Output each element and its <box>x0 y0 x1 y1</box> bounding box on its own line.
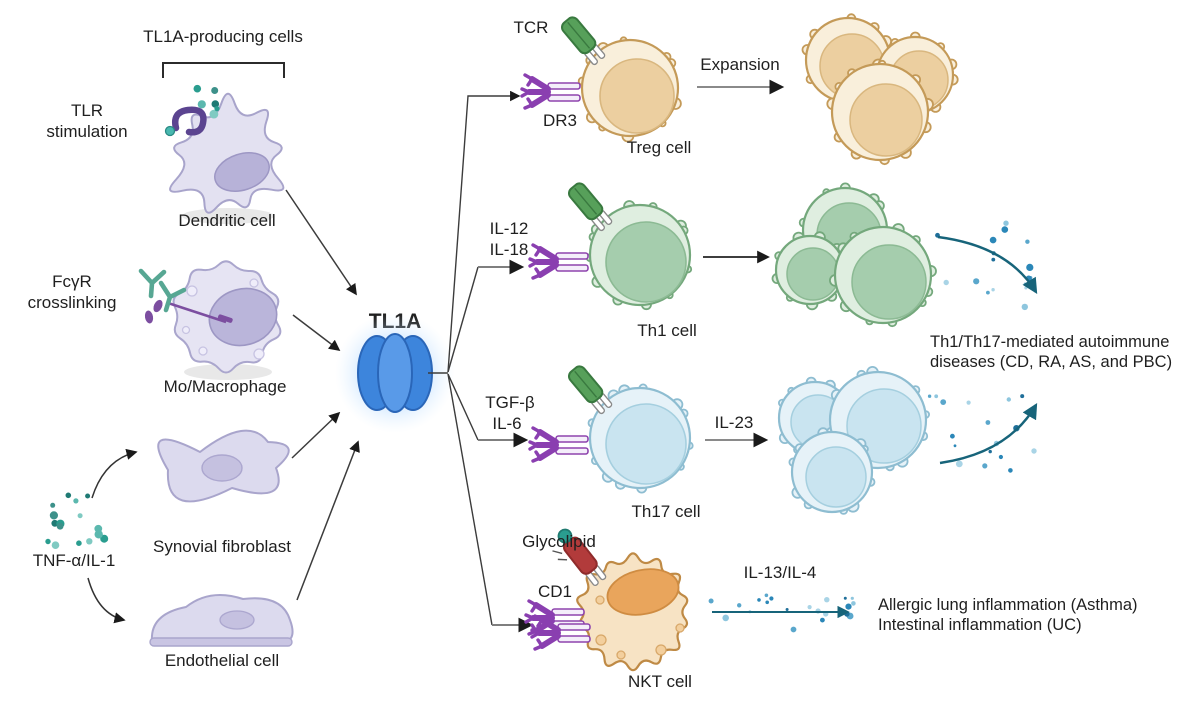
th17-cluster-icon <box>777 365 930 515</box>
arrow-tnf-to-endothelial <box>87 577 126 624</box>
il13-il4-label: IL-13/IL-4 <box>744 563 817 582</box>
fcgr-antibody-icon <box>138 268 233 324</box>
th17-cell-label: Th17 cell <box>632 502 701 521</box>
th1-cell-icon <box>585 200 693 311</box>
arrow-dendritic-to-tl1a <box>285 189 357 296</box>
th17-cytokine-dots-icon <box>927 394 1037 473</box>
il12-label: IL-12 <box>490 219 529 238</box>
fibroblast-label: Synovial fibroblast <box>153 537 291 556</box>
fcgr-crosslinking-label-line2: crosslinking <box>28 293 117 312</box>
th17-cell-icon <box>587 383 694 494</box>
fibroblast-icon <box>157 429 290 503</box>
diagram-title: TL1A-producing cells <box>143 27 303 46</box>
th1-cluster-icon <box>771 182 937 328</box>
arrow-th17-cytokines <box>939 402 1038 465</box>
cd1-label: CD1 <box>538 582 572 601</box>
th1-cell-label: Th1 cell <box>637 321 697 340</box>
nkt-cell-icon <box>576 552 689 672</box>
dr3-label: DR3 <box>543 111 577 130</box>
autoimmune-disease-label-line2: diseases (CD, RA, AS, and PBC) <box>930 353 1172 371</box>
arrow-endothelial-to-tl1a <box>296 440 360 601</box>
expansion-label: Expansion <box>700 55 779 74</box>
autoimmune-disease-label-line1: Th1/Th17-mediated autoimmune <box>930 333 1169 351</box>
producer-arrows <box>285 189 360 601</box>
il18-label: IL-18 <box>490 240 529 259</box>
dr3-receptor-icon <box>522 75 580 108</box>
producing-cells-bracket <box>162 62 285 78</box>
allergic-inflammation-label-line2: Intestinal inflammation (UC) <box>878 616 1082 634</box>
th1-cytokine-dots-icon <box>935 220 1034 311</box>
tnf-il1-dots-icon <box>45 492 109 549</box>
dendritic-cell-label: Dendritic cell <box>178 211 275 230</box>
treg-cluster-icon <box>801 13 959 166</box>
tl1a-fan-lines <box>428 90 521 626</box>
tlr-stimulation-label-line2: stimulation <box>46 122 127 141</box>
arrow-th1-cytokines <box>937 235 1038 294</box>
tlr-receptor-icon <box>164 106 207 137</box>
macrophage-label: Mo/Macrophage <box>164 377 287 396</box>
line-tl1a-to-th17 <box>447 373 479 441</box>
il23-label: IL-23 <box>715 413 754 432</box>
nkt-cell-label: NKT cell <box>628 672 692 691</box>
arrow-tl1a-to-treg <box>447 90 521 373</box>
arrow-fibroblast-to-tl1a <box>291 411 341 459</box>
fcgr-crosslinking-label-line1: FcγR <box>52 272 92 291</box>
arrow-macrophage-to-tl1a <box>292 314 341 352</box>
dr3-receptor-icon <box>530 428 588 461</box>
line-tl1a-to-th1 <box>447 266 479 373</box>
tcr-label: TCR <box>514 18 549 37</box>
treg-cell-icon <box>577 36 682 143</box>
glycolipid-label: Glycolipid <box>522 532 596 551</box>
endothelial-cell-label: Endothelial cell <box>165 651 279 670</box>
dendritic-cell-icon <box>169 92 285 224</box>
tnf-il1-label: TNF-α/IL-1 <box>33 551 116 570</box>
allergic-inflammation-label-line1: Allergic lung inflammation (Asthma) <box>878 596 1138 614</box>
il6-label: IL-6 <box>492 414 521 433</box>
tl1a-protein-icon <box>335 313 455 433</box>
arrow-tnf-to-fibroblast <box>91 448 138 499</box>
treg-cell-label: Treg cell <box>627 138 692 157</box>
tlr-stimulus-dots-icon <box>193 84 220 119</box>
line-tl1a-to-nkt <box>447 373 493 626</box>
tlr-stimulation-label-line1: TLR <box>71 101 103 120</box>
endothelial-cell-icon <box>149 593 294 647</box>
tgfb-label: TGF-β <box>485 393 535 412</box>
dr3-receptor-icon <box>530 245 588 278</box>
